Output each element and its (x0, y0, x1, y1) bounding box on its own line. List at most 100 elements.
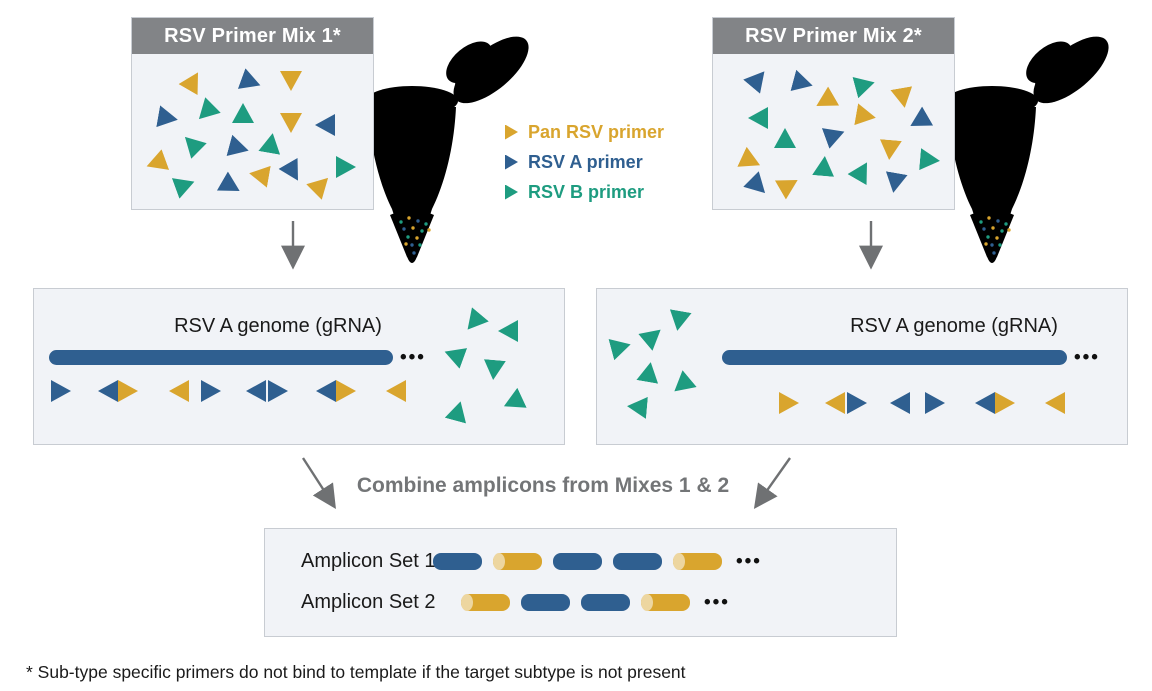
blue-primer-left-triangle-icon (890, 392, 910, 414)
gold-primer-left-triangle-icon (169, 380, 189, 402)
teal-primer-triangle-icon (172, 171, 198, 199)
primer-legend: Pan RSV primer RSV A primer RSV B primer (505, 117, 664, 207)
blue-primer-triangle-icon (790, 70, 815, 96)
legend-row-rsv-b: RSV B primer (505, 177, 664, 207)
rsv-a-primer-triangle-icon (505, 154, 518, 170)
gold-primer-triangle-icon (247, 162, 271, 187)
arrow-genome1-to-amplicons-icon (301, 457, 336, 510)
arrow-genome2-to-amplicons-icon (753, 457, 791, 509)
legend-label-rsv-a: RSV A primer (528, 151, 643, 172)
gold-primer-left-triangle-icon (386, 380, 406, 402)
legend-row-rsv-a: RSV A primer (505, 147, 664, 177)
blue-primer-triangle-icon (822, 121, 848, 149)
gold-primer-triangle-icon (143, 149, 169, 177)
teal-primer-triangle-icon (498, 320, 518, 342)
teal-primer-triangle-icon (499, 388, 526, 416)
gold-primer-left-triangle-icon (825, 392, 845, 414)
blue-primer-triangle-icon (226, 135, 251, 161)
blue-primer-left-triangle-icon (316, 380, 336, 402)
blue-amplicon-bar (521, 594, 570, 611)
amplicon-set-1-ellipsis: ••• (736, 550, 762, 572)
teal-primer-triangle-icon (626, 395, 648, 419)
genome-box-mix1: RSV A genome (gRNA) ••• (33, 288, 565, 445)
blue-amplicon-bar (553, 553, 602, 570)
blue-primer-right-triangle-icon (201, 380, 221, 402)
genome1-grna-bar (49, 350, 393, 365)
genome-box-mix2: RSV A genome (gRNA) ••• (596, 288, 1128, 445)
blue-primer-triangle-icon (217, 171, 245, 200)
legend-label-rsv-b: RSV B primer (528, 181, 645, 202)
teal-primer-triangle-icon (482, 359, 506, 381)
blue-primer-triangle-icon (743, 64, 773, 93)
gold-primer-triangle-icon (890, 86, 915, 110)
teal-primer-triangle-icon (774, 128, 796, 148)
blue-amplicon-bar (581, 594, 630, 611)
genome2-title: RSV A genome (gRNA) (850, 315, 1058, 337)
blue-primer-triangle-icon (882, 171, 907, 195)
gold-primer-triangle-icon (306, 170, 336, 200)
genome1-title: RSV A genome (gRNA) (174, 315, 382, 337)
amplicon-set-2-row: ••• (461, 593, 730, 612)
teal-primer-triangle-icon (177, 129, 207, 159)
genome2-grna-bar (722, 350, 1067, 365)
teal-primer-triangle-icon (191, 97, 221, 127)
amplicon-bar-end-cap (461, 594, 473, 611)
amplicon-bar-end-cap (673, 553, 685, 570)
blue-primer-triangle-icon (278, 158, 307, 186)
gold-primer-left-triangle-icon (1045, 392, 1065, 414)
primer-mix-2-scatter (713, 54, 954, 207)
legend-label-pan-rsv: Pan RSV primer (528, 121, 665, 142)
blue-primer-triangle-icon (238, 68, 264, 96)
amplicon-set-2-label: Amplicon Set 2 (301, 591, 436, 613)
blue-amplicon-bar (613, 553, 662, 570)
amplicon-bar-end-cap (641, 594, 653, 611)
teal-primer-triangle-icon (445, 398, 471, 423)
rsv-b-primer-triangle-icon (505, 184, 518, 200)
footnote: * Sub-type specific primers do not bind … (26, 662, 686, 682)
blue-primer-triangle-icon (156, 105, 180, 130)
amplicon-bar-end-cap (493, 553, 505, 570)
teal-primer-triangle-icon (441, 341, 467, 369)
blue-primer-left-triangle-icon (975, 392, 995, 414)
teal-primer-triangle-icon (852, 72, 877, 98)
primer-mix-1-scatter (132, 54, 373, 207)
primer-mix-1-box: RSV Primer Mix 1* (131, 17, 374, 210)
teal-primer-triangle-icon (748, 107, 768, 129)
gold-primer-triangle-icon (280, 71, 302, 91)
teal-primer-triangle-icon (636, 360, 661, 384)
gold-primer-triangle-icon (178, 67, 207, 95)
teal-primer-triangle-icon (847, 157, 876, 185)
gold-primer-triangle-icon (737, 147, 764, 175)
blue-primer-triangle-icon (905, 106, 933, 135)
primer-mix-2-title: RSV Primer Mix 2* (713, 18, 954, 54)
blue-primer-right-triangle-icon (51, 380, 71, 402)
gold-amplicon-bar (641, 594, 690, 611)
gold-primer-right-triangle-icon (995, 392, 1015, 414)
amplicon-set-1-row: ••• (433, 550, 762, 572)
legend-row-pan-rsv: Pan RSV primer (505, 117, 664, 147)
teal-primer-triangle-icon (608, 334, 633, 360)
amplicon-box: Amplicon Set 1 ••• Amplicon Set 2 ••• (264, 528, 897, 637)
gold-primer-right-triangle-icon (118, 380, 138, 402)
teal-primer-triangle-icon (258, 131, 283, 155)
amplicon-set-1-label: Amplicon Set 1 (301, 550, 436, 572)
pan-rsv-primer-triangle-icon (505, 124, 518, 140)
blue-primer-triangle-icon (743, 171, 773, 201)
genome2-ellipsis: ••• (1074, 347, 1100, 368)
gold-primer-triangle-icon (811, 86, 839, 115)
gold-amplicon-bar (493, 553, 542, 570)
teal-primer-triangle-icon (666, 309, 691, 333)
primer-mix-2-box: RSV Primer Mix 2* (712, 17, 955, 210)
gold-primer-right-triangle-icon (779, 392, 799, 414)
teal-primer-triangle-icon (667, 370, 696, 400)
blue-amplicon-bar (433, 553, 482, 570)
blue-primer-right-triangle-icon (847, 392, 867, 414)
blue-primer-right-triangle-icon (268, 380, 288, 402)
blue-primer-right-triangle-icon (925, 392, 945, 414)
genome1-ellipsis: ••• (400, 347, 426, 368)
teal-primer-triangle-icon (232, 103, 254, 123)
blue-primer-left-triangle-icon (246, 380, 266, 402)
gold-primer-triangle-icon (775, 170, 803, 199)
